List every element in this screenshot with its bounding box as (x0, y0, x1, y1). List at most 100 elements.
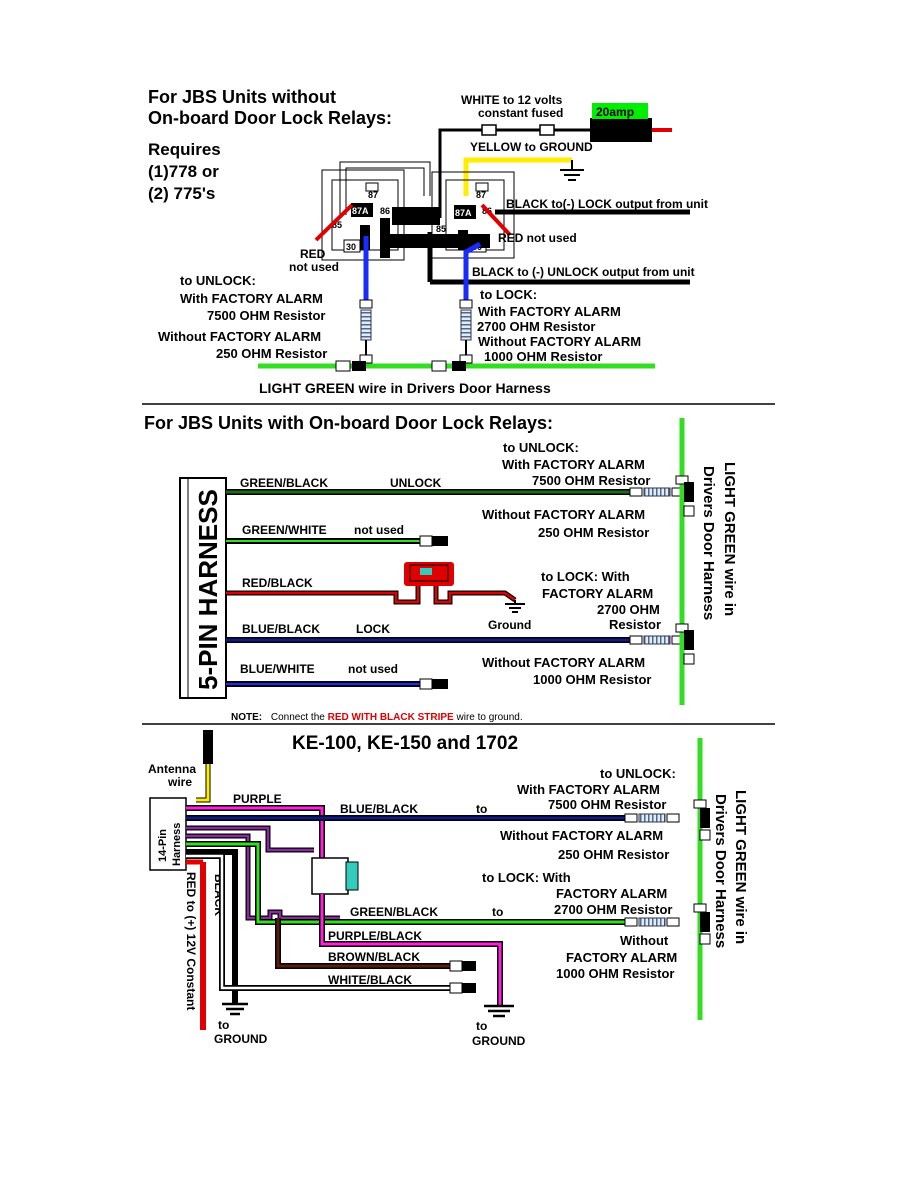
lock-resistor (459, 299, 473, 364)
ground-left-line2: GROUND (214, 1032, 268, 1046)
s1-unlock-without-res: 250 OHM Resistor (216, 346, 327, 361)
pin-30-left: 30 (346, 242, 356, 252)
s3-lock-line4: Without (620, 933, 669, 948)
s2-green-label-line1: LIGHT GREEN wire in (721, 462, 738, 616)
wire2-label: GREEN/WHITE (242, 523, 327, 537)
red-unused-wire-right (480, 203, 512, 237)
requires-line3: (2) 775's (148, 184, 215, 203)
s3-lock-line5: FACTORY ALARM (566, 950, 677, 965)
s2-unlock-with-res: 7500 OHM Resistor (532, 473, 651, 488)
wire1-label: GREEN/BLACK (240, 476, 328, 490)
blue-wire-lock (463, 241, 482, 300)
note-pre: Connect the (271, 712, 328, 723)
section1-heading-line1: For JBS Units without (148, 87, 336, 107)
s1-lock-title: to LOCK: (480, 287, 537, 302)
unlock-resistor-s2 (643, 487, 671, 497)
s1-unlock-with: With FACTORY ALARM (180, 291, 323, 306)
note-bold: RED WITH BLACK STRIPE (328, 712, 454, 723)
s3-unlock-without: Without FACTORY ALARM (500, 828, 663, 843)
ke-white-black-wire (186, 854, 450, 990)
black-unlock-label: BLACK to (-) UNLOCK output from unit (472, 265, 695, 279)
ground-right-line1: to (476, 1019, 487, 1033)
s2-lock-without: Without FACTORY ALARM (482, 655, 645, 670)
section-without-relays: For JBS Units without On-board Door Lock… (148, 87, 708, 396)
black-lock-label: BLACK to(-) LOCK output from unit (506, 197, 708, 211)
fuse-icon (592, 103, 648, 119)
s1-lock-without-res: 1000 OHM Resistor (484, 349, 603, 364)
harness-label-line1: 14-Pin (157, 829, 169, 862)
ke-brown-black-wire (276, 918, 450, 968)
pin-86-left: 86 (380, 206, 390, 216)
red-not-used-left-line1: RED (300, 247, 326, 261)
fuse-label: 20amp (596, 105, 634, 119)
wire1-fn: UNLOCK (390, 476, 442, 490)
s1-unlock-with-res: 7500 OHM Resistor (207, 308, 326, 323)
s3-unlock-title: to UNLOCK: (600, 766, 676, 781)
white-wire-label-line2: constant fused (478, 106, 563, 120)
red-constant-label: RED to (+) 12V Constant (184, 872, 198, 1010)
requires-line2: (1)778 or (148, 162, 219, 181)
red-not-used-right: RED not used (498, 231, 577, 245)
wire4-fn: LOCK (356, 622, 390, 636)
purple-label: PURPLE (233, 792, 282, 806)
black-ground-wire (186, 849, 238, 1004)
unlock-resistor (359, 299, 373, 364)
s3-lock-line3: 2700 OHM Resistor (554, 902, 673, 917)
ground-label: Ground (488, 618, 531, 632)
s2-lock-line1: to LOCK: With (541, 569, 630, 584)
s2-lock-line2: FACTORY ALARM (542, 586, 653, 601)
ke-white-black-label: WHITE/BLACK (328, 973, 412, 987)
s2-unlock-title: to UNLOCK: (503, 440, 579, 455)
s2-lock-without-res: 1000 OHM Resistor (533, 672, 652, 687)
ke-lock-resistor (638, 917, 666, 927)
s1-green-wire-label: LIGHT GREEN wire in Drivers Door Harness (259, 380, 551, 396)
white-power-wire: 20amp (438, 103, 672, 218)
section-with-relays: For JBS Units with On-board Door Lock Re… (144, 413, 738, 723)
section3-heading: KE-100, KE-150 and 1702 (292, 733, 518, 754)
ke-unlock-resistor (638, 813, 666, 823)
s2-unlock-without-res: 250 OHM Resistor (538, 525, 649, 540)
section-ke-units: KE-100, KE-150 and 1702 Antenna wire 14-… (148, 730, 749, 1048)
antenna-icon (203, 730, 213, 764)
s3-green-label-line2: Drivers Door Harness (712, 794, 729, 948)
ground-right-line2: GROUND (472, 1034, 526, 1048)
antenna-label-line1: Antenna (148, 762, 196, 776)
pin-87-right: 87 (476, 190, 486, 200)
s1-lock-with-res: 2700 OHM Resistor (477, 319, 596, 334)
s1-unlock-title: to UNLOCK: (180, 273, 256, 288)
wire2-fn: not used (354, 523, 404, 537)
requires-line1: Requires (148, 140, 221, 159)
ground-icon (484, 1004, 514, 1018)
s2-lock-line4: Resistor (609, 617, 661, 632)
s1-lock-with: With FACTORY ALARM (478, 304, 621, 319)
purple-wire (186, 806, 324, 862)
5-pin-harness-label: 5-PIN HARNESS (193, 489, 223, 690)
wire3-label: RED/BLACK (242, 576, 313, 590)
pin-85-right: 85 (436, 224, 446, 234)
wire5-label: BLUE/WHITE (240, 662, 315, 676)
s3-lock-line6: 1000 OHM Resistor (556, 966, 675, 981)
note-label: NOTE: (231, 712, 262, 723)
ke-green-black-label: GREEN/BLACK (350, 905, 438, 919)
ke-purple-black-label: PURPLE/BLACK (328, 929, 422, 943)
ground-icon (560, 160, 584, 181)
ground-left-line1: to (218, 1018, 229, 1032)
ke-green-black-wire (186, 842, 625, 924)
lock-resistor-s2 (643, 635, 671, 645)
white-wire-label-line1: WHITE to 12 volts (461, 93, 563, 107)
note: NOTE: Connect the RED WITH BLACK STRIPE … (231, 712, 523, 723)
s2-green-label-line2: Drivers Door Harness (700, 466, 717, 620)
red-black-wire (226, 582, 420, 604)
s2-unlock-with: With FACTORY ALARM (502, 457, 645, 472)
yellow-ground-wire (463, 157, 572, 196)
s3-unlock-with: With FACTORY ALARM (517, 782, 660, 797)
ke-to1: to (476, 802, 487, 816)
wire4-label: BLUE/BLACK (242, 622, 320, 636)
section2-heading: For JBS Units with On-board Door Lock Re… (144, 413, 553, 433)
ke-purple-black-wire (320, 894, 502, 1005)
harness-label-line2: Harness (171, 823, 183, 866)
ke-brown-black-label: BROWN/BLACK (328, 950, 420, 964)
red-not-used-left-line2: not used (289, 260, 339, 274)
red-unused-wire-left (314, 203, 354, 242)
